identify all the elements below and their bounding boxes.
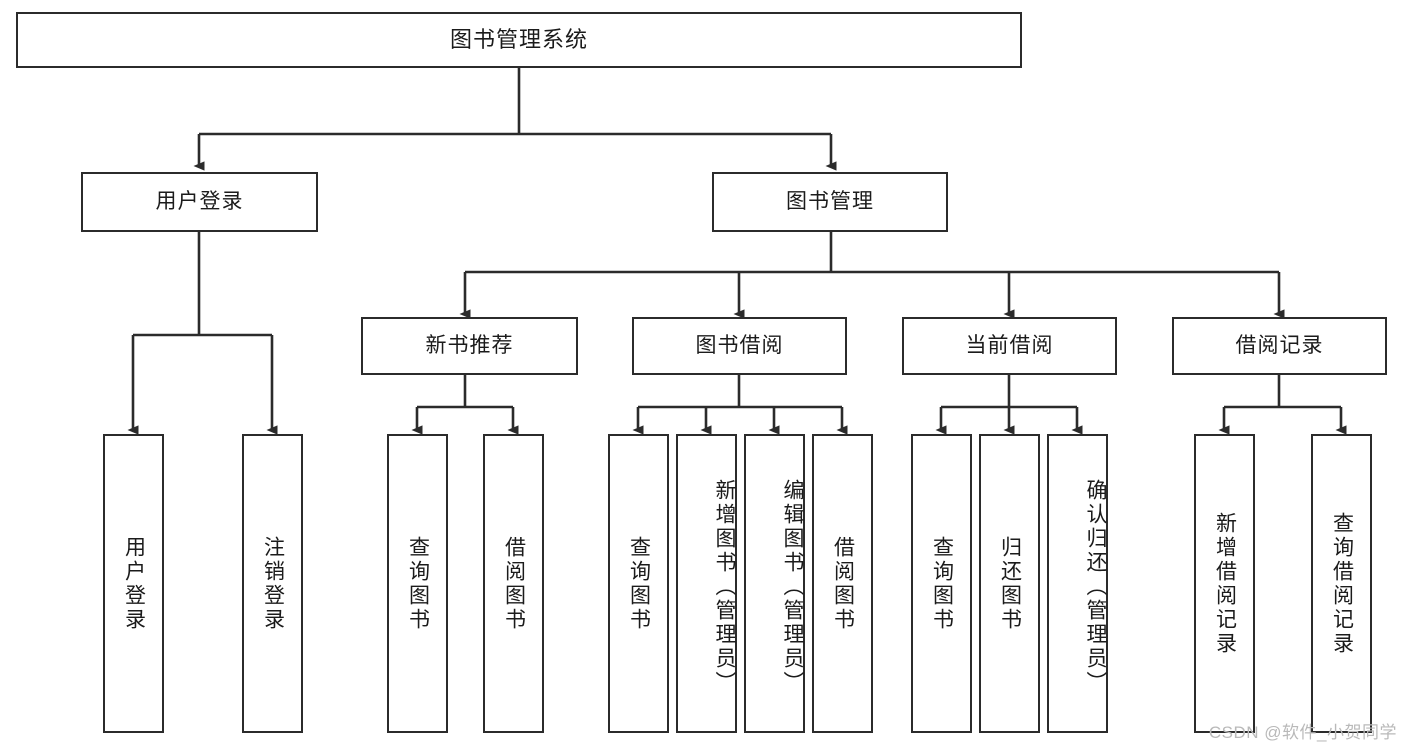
leaf-book-borrow-add-book[interactable]: 新增图书（管理员）: [676, 434, 737, 733]
leaf-new-book-borrow-book-label: 借阅图书: [502, 535, 526, 632]
leaf-book-borrow-edit-book-label: 编辑图书（管理员）: [781, 478, 804, 695]
leaf-book-borrow-edit-book[interactable]: 编辑图书（管理员）: [744, 434, 805, 733]
node-book-borrow[interactable]: 图书借阅: [632, 317, 847, 375]
node-new-book-recommend[interactable]: 新书推荐: [361, 317, 578, 375]
leaf-user-login-logout-label: 注销登录: [261, 535, 285, 632]
leaf-current-borrow-confirm-return[interactable]: 确认归还（管理员）: [1047, 434, 1108, 733]
leaf-user-login-login-label: 用户登录: [122, 535, 146, 632]
leaf-current-borrow-return-book[interactable]: 归还图书: [979, 434, 1040, 733]
leaf-book-borrow-query-book-label: 查询图书: [627, 535, 651, 632]
node-borrow-record[interactable]: 借阅记录: [1172, 317, 1387, 375]
watermark-text: CSDN @软件_小贺同学: [1208, 723, 1397, 742]
leaf-new-book-borrow-book[interactable]: 借阅图书: [483, 434, 544, 733]
node-root-system[interactable]: 图书管理系统: [16, 12, 1022, 68]
leaf-current-borrow-query-book-label: 查询图书: [930, 535, 954, 632]
node-book-borrow-label: 图书借阅: [695, 334, 784, 358]
leaf-borrow-record-query-record-label: 查询借阅记录: [1330, 511, 1354, 656]
leaf-book-borrow-query-book[interactable]: 查询图书: [608, 434, 669, 733]
leaf-current-borrow-return-book-label: 归还图书: [998, 535, 1022, 632]
leaf-new-book-query-book[interactable]: 查询图书: [387, 434, 448, 733]
leaf-current-borrow-query-book[interactable]: 查询图书: [911, 434, 972, 733]
leaf-borrow-record-add-record[interactable]: 新增借阅记录: [1194, 434, 1255, 733]
leaf-borrow-record-add-record-label: 新增借阅记录: [1213, 511, 1237, 656]
leaf-user-login-login[interactable]: 用户登录: [103, 434, 164, 733]
node-user-login[interactable]: 用户登录: [81, 172, 318, 232]
node-root-system-label: 图书管理系统: [449, 26, 588, 52]
leaf-book-borrow-add-book-label: 新增图书（管理员）: [713, 478, 736, 695]
node-current-borrow-label: 当前借阅: [965, 334, 1054, 358]
leaf-current-borrow-confirm-return-label: 确认归还（管理员）: [1084, 478, 1107, 695]
leaf-book-borrow-borrow-book[interactable]: 借阅图书: [812, 434, 873, 733]
node-book-management-label: 图书管理: [786, 190, 874, 214]
leaf-user-login-logout[interactable]: 注销登录: [242, 434, 303, 733]
leaf-new-book-query-book-label: 查询图书: [406, 535, 430, 632]
node-current-borrow[interactable]: 当前借阅: [902, 317, 1117, 375]
node-borrow-record-label: 借阅记录: [1235, 334, 1324, 358]
leaf-borrow-record-query-record[interactable]: 查询借阅记录: [1311, 434, 1372, 733]
leaf-book-borrow-borrow-book-label: 借阅图书: [831, 535, 855, 632]
node-book-management[interactable]: 图书管理: [712, 172, 948, 232]
node-user-login-label: 用户登录: [155, 190, 244, 214]
node-new-book-recommend-label: 新书推荐: [425, 334, 514, 358]
